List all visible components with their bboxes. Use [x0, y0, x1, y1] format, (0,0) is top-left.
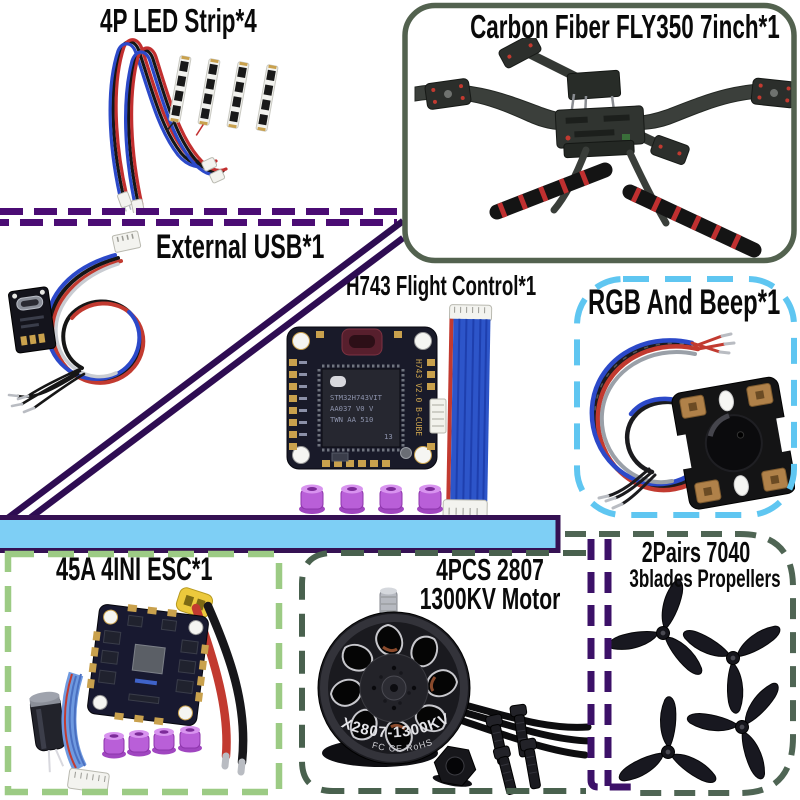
rgb-beep-title: RGB And Beep*1: [588, 283, 781, 322]
motor-lock-nut: [432, 745, 477, 787]
fc-chip-line1: STM32H743VIT: [330, 393, 383, 402]
propellers-title: 2Pairs 7040 3blades Propellers: [629, 537, 781, 594]
frame-title: Carbon Fiber FLY350 7inch*1: [470, 8, 780, 45]
usb-jst-connector: [111, 230, 142, 253]
frame-center-stack: [554, 69, 646, 159]
fc-ribbon-cable: [442, 304, 493, 519]
propellers-title-line2: 3blades Propellers: [629, 565, 781, 594]
esc-photo: [29, 587, 248, 794]
propeller: [615, 694, 723, 790]
rgb-beeper-photo: [589, 332, 795, 510]
esc-grommets: [102, 726, 202, 759]
rgb-beeper-board: [667, 376, 795, 510]
flight-controller-title: H743 Flight Control*1: [346, 270, 537, 301]
usb-title: External USB*1: [156, 228, 325, 266]
motor-screws: [485, 703, 541, 795]
fc-mcu-chip: STM32H743VIT AA037 V0 V TWN AA 510 13: [317, 364, 405, 452]
esc-board: [86, 604, 209, 726]
usb-adapter-board: [8, 286, 57, 354]
led-wire-hairpin: [108, 38, 228, 211]
led-strip-photo: [108, 38, 279, 213]
motor-title-line2: 1300KV Motor: [419, 580, 561, 616]
carbon-frame-photo: [414, 38, 796, 258]
fc-chip-line2: AA037 V0 V: [330, 404, 374, 413]
motor-photo: X2807-1300KV FC CE RoHS: [317, 587, 594, 795]
fc-board: STM32H743VIT AA037 V0 V TWN AA 510 13 H7…: [286, 326, 447, 470]
fc-jst-socket: [429, 398, 447, 434]
frame-landing-gear: [489, 146, 762, 258]
fc-chip-line3: TWN AA 510: [330, 415, 373, 424]
fc-chip-suffix: 13: [384, 432, 393, 441]
led-strips: [165, 55, 279, 136]
led-strip-title: 4P LED Strip*4: [100, 2, 257, 39]
propellers-title-line1: 2Pairs 7040: [641, 537, 751, 569]
flight-controller-photo: STM32H743VIT AA037 V0 V TWN AA 510 13 H7…: [286, 304, 493, 519]
divider-bar: [0, 515, 561, 553]
motor-title: 4PCS 2807 1300KV Motor: [408, 554, 571, 616]
esc-title: 45A 4INI ESC*1: [56, 551, 213, 587]
fc-board-side-text: H743 V2.0 B-CUBE: [414, 359, 423, 436]
fc-grommets: [299, 484, 443, 514]
propeller: [675, 584, 798, 722]
